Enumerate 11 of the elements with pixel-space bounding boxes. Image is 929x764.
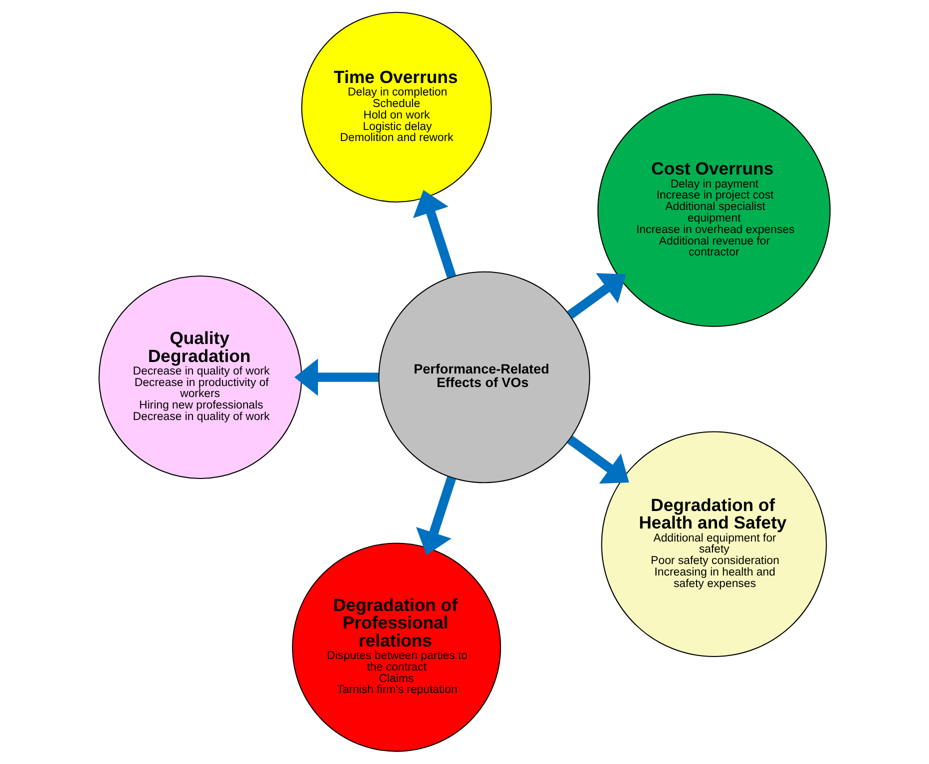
node-circle: Quality Degradation Decrease in quality of work Decrease in productivity of workers Hiring new professionals Decrease in quality of work bbox=[98, 275, 302, 479]
node-circle: Performance-Related Effects of VOs bbox=[378, 271, 590, 484]
arrow bbox=[567, 273, 626, 319]
arrow bbox=[416, 476, 456, 556]
node-circle: Cost Overruns Delay in payment Increase in project cost Additional specialist equipment Increase in overhead expenses Additional revenue for contractor bbox=[597, 94, 831, 327]
arrow bbox=[567, 436, 630, 484]
node-circle: Degradation of Professional relations Disputes between parties to the contract Claims Tarnish firm's reputation bbox=[292, 542, 502, 752]
node-circle: Degradation of Health and Safety Additional equipment for safety Poor safety consideration Increasing in health and safety expenses bbox=[601, 431, 827, 658]
arrow bbox=[413, 190, 456, 278]
arrow bbox=[294, 358, 379, 396]
node-circle: Time Overruns Delay in completion Schedule Hold on work Logistic delay Demolition and rework bbox=[301, 12, 492, 202]
